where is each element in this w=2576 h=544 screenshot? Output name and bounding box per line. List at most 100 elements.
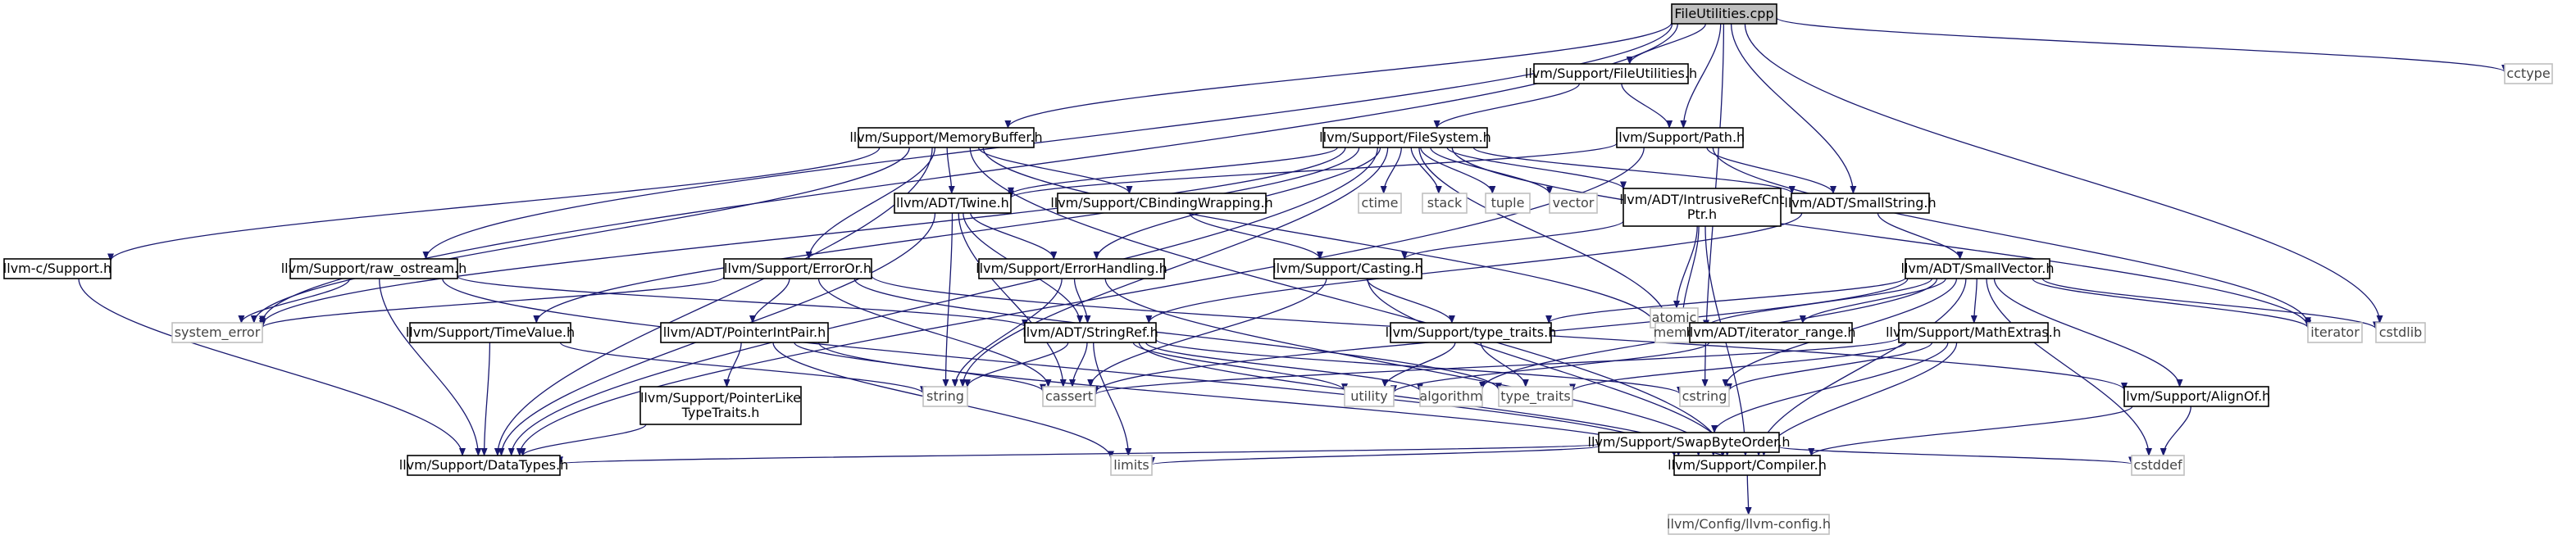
node-swapbyteorder-h[interactable]: llvm/Support/SwapByteOrder.h (1588, 432, 1791, 453)
node-stringref-h[interactable]: llvm/ADT/StringRef.h (1022, 322, 1158, 343)
node-errorhandling-h[interactable]: llvm/Support/ErrorHandling.h (976, 258, 1167, 279)
node-cstdlib: cstdlib (2375, 322, 2426, 343)
node-box (2131, 455, 2185, 476)
node-box (2504, 63, 2553, 84)
node-filesystem-h[interactable]: llvm/Support/FileSystem.h (1319, 127, 1491, 148)
node-ctime: ctime (1358, 193, 1402, 214)
node-label: llvm/ADT/Twine.h (896, 195, 1009, 211)
node-raw-ostream-h[interactable]: llvm/Support/raw_ostream.h (281, 258, 467, 279)
node-datatypes-h[interactable]: llvm/Support/DataTypes.h (399, 455, 569, 476)
node-box (1422, 193, 1468, 214)
edge-raw-ostream-h-to-datatypes-h (379, 278, 482, 456)
node-box (894, 193, 1012, 214)
node-box (1042, 386, 1096, 407)
edge-filesystem-h-to-timevalue-h (533, 147, 1360, 324)
edge-swapbyteorder-h-to-cstddef (1778, 446, 2135, 465)
node-label: tuple (1491, 195, 1525, 211)
node-limits: limits (1110, 455, 1153, 476)
node-box (2123, 386, 2269, 407)
node-box (1533, 63, 1689, 84)
edge-path-h-to-twine-h (1008, 143, 1618, 199)
node-cbindingwrapping-h[interactable]: llvm/Support/CBindingWrapping.h (1050, 193, 1273, 214)
node-box (858, 127, 1035, 148)
node-label: Ptr.h (1687, 206, 1717, 222)
edge-memorybuffer-h-to-llvm-c-support-h (107, 147, 881, 262)
edge-filesystem-h-to-stack (1410, 147, 1442, 194)
node-mathextras-h[interactable]: llvm/Support/MathExtras.h (1886, 322, 2061, 343)
edge-smallvector-h-to-type-traits-h (1545, 277, 1906, 324)
edge-filesystem-h-to-smallstring-h (1472, 147, 1795, 194)
node-label: llvm/ADT/StringRef.h (1022, 324, 1158, 340)
node-label: llvm-c/Support.h (3, 261, 112, 276)
edge-errorhandling-h-to-stringref-h (1073, 278, 1091, 324)
node-type-traits: type_traits (1498, 386, 1573, 407)
node-support-fileutilities-h[interactable]: llvm/Support/FileUtilities.h (1525, 63, 1697, 84)
node-box (1549, 193, 1598, 214)
edge-filesystem-h-to-system-error (259, 147, 1346, 326)
node-smallvector-h[interactable]: llvm/ADT/SmallVector.h (1901, 258, 2055, 279)
node-path-h[interactable]: llvm/Support/Path.h (1615, 127, 1745, 148)
edge-raw-ostream-h-to-compiler-h (442, 278, 1682, 456)
node-iterator-range-h[interactable]: llvm/ADT/iterator_range.h (1686, 322, 1856, 343)
node-twine-h[interactable]: llvm/ADT/Twine.h (894, 193, 1012, 214)
node-pointerintpair-h[interactable]: llvm/ADT/PointerIntPair.h (660, 322, 829, 343)
node-box (289, 258, 458, 279)
node-erroror-h[interactable]: llvm/Support/ErrorOr.h (723, 258, 872, 279)
edge-smallvector-h-to-iterator-range-h (1799, 278, 1946, 324)
edge-filesystem-h-to-memory (1418, 147, 1671, 324)
node-fileutilities-cpp[interactable]: FileUtilities.cpp (1671, 3, 1777, 25)
node-memorybuffer-h[interactable]: llvm/Support/MemoryBuffer.h (849, 127, 1043, 148)
edge-smallvector-h-to-cstddef (1986, 278, 2152, 456)
node-label: llvm/Support/MathExtras.h (1886, 324, 2061, 340)
node-compiler-h[interactable]: llvm/Support/Compiler.h (1668, 455, 1827, 476)
edge-pointerintpair-h-to-cassert (794, 342, 1046, 392)
node-casting-h[interactable]: llvm/Support/Casting.h (1272, 258, 1423, 279)
node-box (1668, 514, 1830, 535)
node-alignof-h[interactable]: llvm/Support/AlignOf.h (2123, 386, 2270, 407)
node-box (1057, 193, 1267, 214)
edge-mathextras-h-to-cstring (1726, 342, 1933, 392)
edge-filesystem-h-to-vector (1430, 147, 1553, 195)
edge-llvm-c-support-h-to-datatypes-h (78, 278, 466, 456)
node-label: llvm/ADT/PointerIntPair.h (663, 324, 826, 340)
edge-smallvector-h-to-cstdlib (2041, 278, 2379, 330)
node-label: type_traits (1500, 388, 1570, 405)
edge-smallvector-h-to-iterator (2032, 278, 2311, 329)
edge-pointerliketypetraits-h-to-datatypes-h (519, 424, 647, 456)
node-utility: utility (1344, 386, 1395, 407)
node-smallstring-h[interactable]: llvm/ADT/SmallString.h (1784, 193, 1937, 214)
edge-smallvector-h-to-compiler-h (1755, 278, 1967, 456)
edge-smallstring-h-to-stringref-h (1145, 212, 1803, 324)
edge-fileutilities-cpp-to-cstdlib (1744, 23, 2383, 324)
node-box (660, 322, 829, 343)
edge-filesystem-h-to-string (959, 147, 1389, 388)
edge-erroror-h-to-system-error (259, 276, 725, 329)
node-type-traits-h[interactable]: llvm/Support/type_traits.h (1386, 322, 1557, 343)
nodes-layer: FileUtilities.cpp llvm/Support/FileUtilit… (3, 3, 2553, 535)
node-box (1598, 432, 1780, 453)
node-label: utility (1350, 388, 1388, 404)
node-cctype: cctype (2504, 63, 2553, 84)
node-llvm-c-support-h[interactable]: llvm-c/Support.h (3, 258, 112, 279)
node-label: llvm/Support/FileUtilities.h (1525, 66, 1697, 81)
node-label: llvm/Support/AlignOf.h (2123, 388, 2270, 404)
node-tuple: tuple (1485, 193, 1531, 214)
edge-twine-h-to-string (942, 212, 953, 388)
node-box (1024, 322, 1157, 343)
node-label: llvm/ADT/iterator_range.h (1686, 324, 1855, 341)
node-label: cassert (1045, 388, 1093, 404)
node-box (1671, 3, 1777, 25)
node-llvm-config-h: llvm/Config/llvm-config.h (1667, 514, 1831, 535)
node-label: cstring (1682, 388, 1727, 404)
edge-raw-ostream-h-to-system-error (238, 278, 351, 324)
node-timevalue-h[interactable]: llvm/Support/TimeValue.h (406, 322, 575, 343)
edge-timevalue-h-to-datatypes-h (480, 342, 491, 456)
node-label: llvm/Support/type_traits.h (1386, 324, 1557, 341)
node-label: llvm/Support/SwapByteOrder.h (1588, 434, 1791, 450)
edge-swapbyteorder-h-to-limits (1149, 445, 1600, 465)
node-label: llvm/ADT/SmallString.h (1784, 195, 1936, 211)
node-label: system_error (175, 324, 261, 341)
